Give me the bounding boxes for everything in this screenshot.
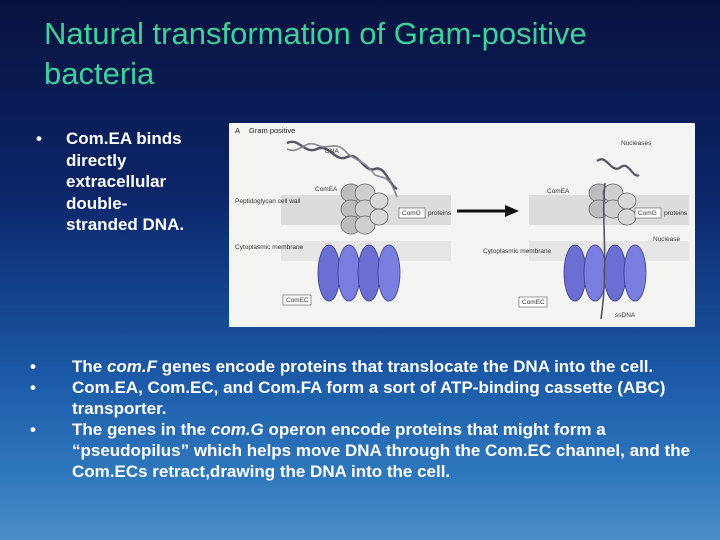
bullet-marker: • — [30, 420, 36, 439]
label-proteins-right: proteins — [664, 210, 688, 217]
slide-title: Natural transformation of Gram-positive … — [44, 16, 587, 91]
dna-helix-left-strand — [286, 142, 398, 198]
bullet-marker: • — [36, 129, 42, 148]
bottom-bullet-item: • The genes in the com.G operon encode pr… — [30, 419, 695, 482]
label-cytoplasmic-left: Cytoplasmic membrane — [235, 244, 304, 251]
label-box-comg-left — [398, 207, 426, 219]
label-comg-right: ComG — [638, 210, 657, 217]
gene-name: com.F — [106, 357, 158, 376]
comec-channel-right — [563, 244, 647, 302]
bottom-bullet-item: • Com.EA, Com.EC, and Com.FA form a sort … — [30, 377, 695, 419]
label-dna: DNA — [325, 148, 339, 155]
label-comec-right: ComEC — [522, 299, 545, 306]
figure-panel-label: A — [235, 126, 240, 135]
bullet-text: Com.EA, Com.EC, and Com.FA form a sort o… — [72, 378, 666, 418]
label-ssdna: ssDNA — [615, 312, 636, 319]
gene-name: com.G — [210, 420, 264, 439]
comec-channel-left — [317, 244, 401, 302]
figure-panel-title: Gram positive — [249, 126, 295, 135]
label-cytoplasmic-right: Cytoplasmic membrane — [483, 248, 552, 255]
label-nuclease-right: Nuclease — [653, 236, 680, 243]
transformation-figure: A Gram positive DNA ComEA — [229, 123, 695, 327]
label-box-comec-right — [518, 296, 548, 308]
label-proteins-left: proteins — [428, 210, 452, 217]
bullet-text: operon encode proteins that might form a… — [72, 420, 691, 481]
label-peptidoglycan: Peptidoglycan cell wall — [235, 198, 301, 205]
comg-pseudopilus-right — [588, 183, 637, 226]
side-bullet-item: • Com.EA binds directly extracellular do… — [36, 128, 216, 236]
side-bullet-text: Com.EA binds directly extracellular doub… — [66, 129, 185, 234]
bullet-marker: • — [30, 378, 36, 397]
side-bullet-list: • Com.EA binds directly extracellular do… — [36, 128, 216, 236]
dna-fragment-right — [596, 158, 640, 177]
label-comg-left: ComG — [402, 210, 421, 217]
bullet-text: The genes in the — [72, 420, 211, 439]
ssdna-strand — [600, 182, 606, 320]
label-nucleases-top: Nucleases — [621, 140, 652, 147]
bottom-bullet-list: • The com.F genes encode proteins that tr… — [30, 356, 695, 482]
bullet-text: genes encode proteins that translocate t… — [157, 357, 654, 376]
bullet-text: The — [72, 357, 107, 376]
bullet-marker: • — [30, 357, 36, 376]
transition-arrow-head — [505, 205, 519, 217]
label-box-comg-right — [634, 207, 662, 219]
transformation-diagram: A Gram positive DNA ComEA — [235, 126, 689, 320]
label-comec-left: ComEC — [286, 297, 309, 304]
label-comea-right: ComEA — [547, 188, 570, 195]
bottom-bullet-item: • The com.F genes encode proteins that tr… — [30, 356, 695, 377]
label-comea-left: ComEA — [315, 186, 338, 193]
label-box-comec-left — [282, 294, 312, 306]
comg-pseudopilus-left — [340, 183, 389, 235]
dna-helix-left — [286, 140, 398, 191]
